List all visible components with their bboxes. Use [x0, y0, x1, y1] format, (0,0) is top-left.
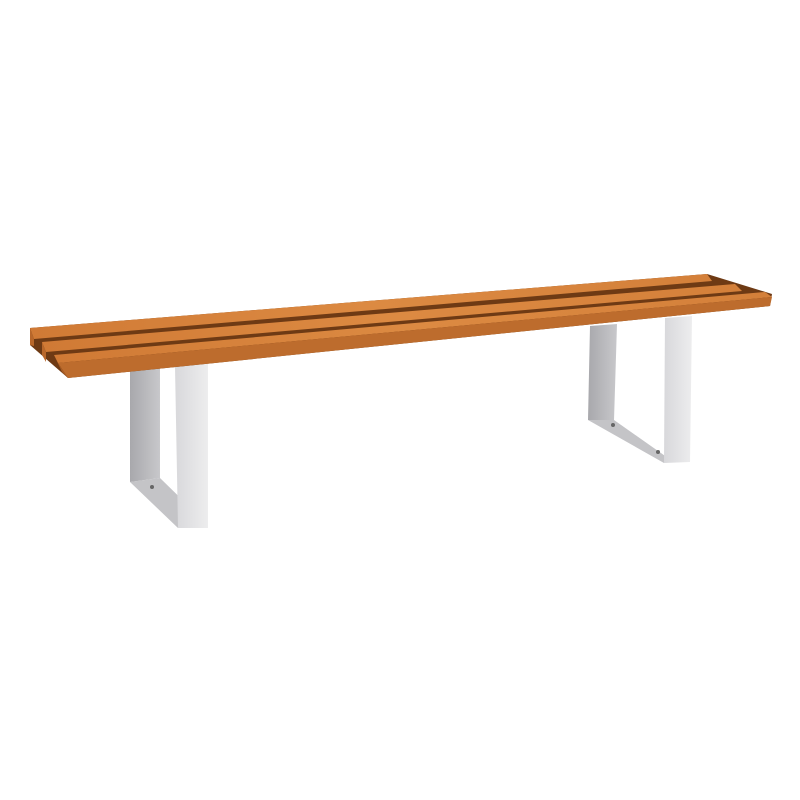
- slat-back-face: [30, 328, 34, 346]
- right-leg-back-plate: [588, 324, 617, 420]
- slat-front: [54, 292, 772, 363]
- slat-middle-face: [42, 342, 46, 362]
- slat-middle: [42, 284, 742, 352]
- left-leg-front-plate: [175, 364, 208, 528]
- right-leg-bottom-plate: [588, 420, 668, 463]
- slat-back: [30, 274, 712, 339]
- bolt-icon: [656, 450, 660, 454]
- right-leg-front-plate: [664, 316, 692, 463]
- right-leg: [588, 316, 692, 463]
- slat-front-edge-face: [58, 297, 772, 378]
- left-leg: [130, 364, 208, 528]
- bolt-icon: [150, 485, 154, 489]
- bolt-icon: [611, 423, 615, 427]
- bench-seat: [30, 274, 772, 378]
- left-leg-back-plate: [130, 366, 160, 482]
